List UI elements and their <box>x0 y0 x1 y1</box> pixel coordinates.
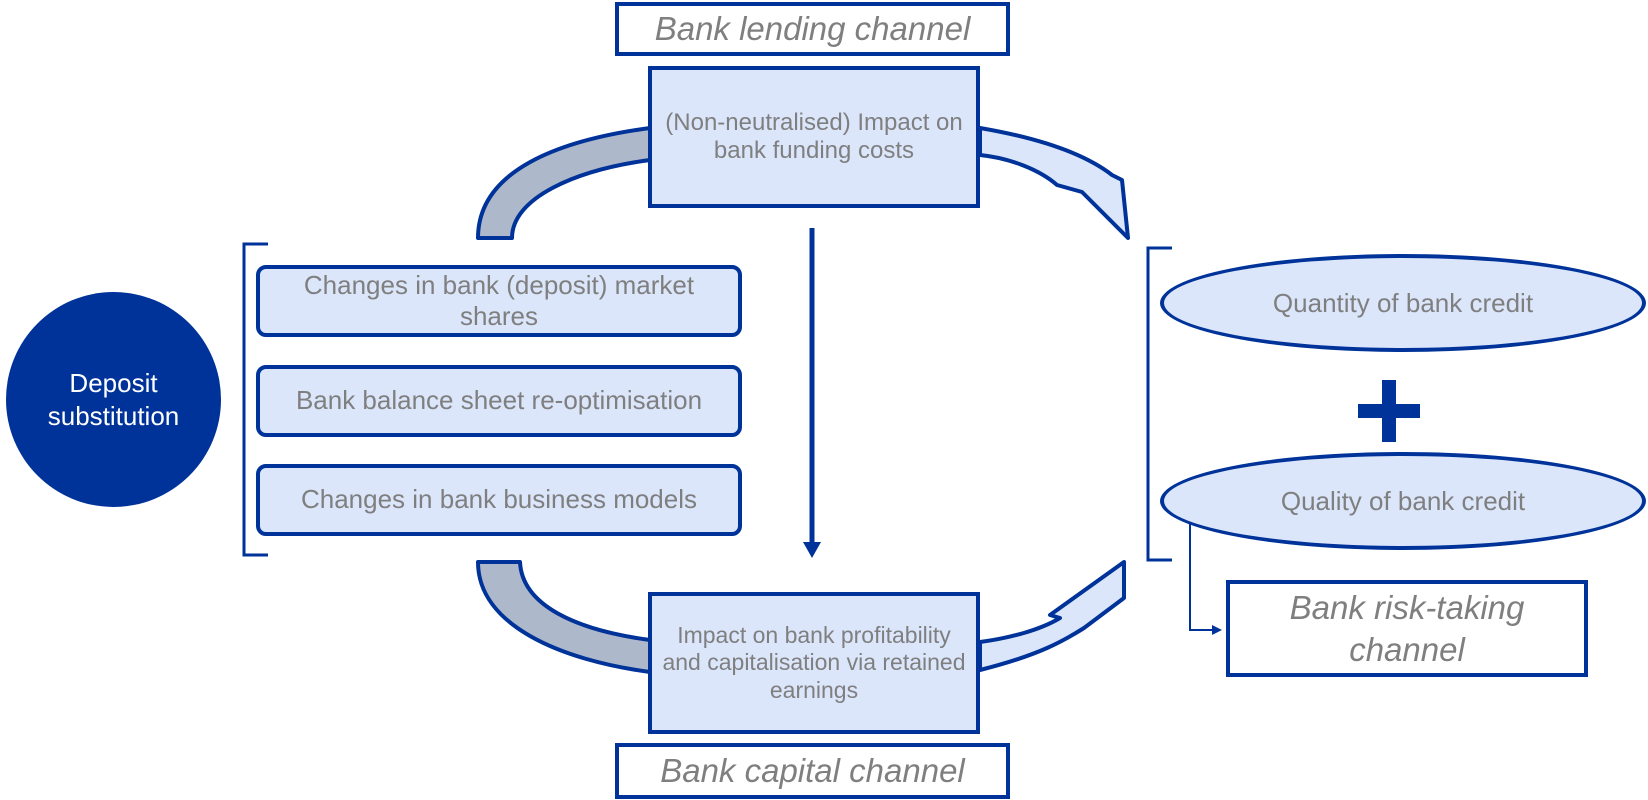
mechanism-box-balance-sheet: Bank balance sheet re-optimisation <box>256 365 742 437</box>
bank-capital-channel-label: Bank capital channel <box>615 743 1010 799</box>
deposit-substitution-circle: Deposit substitution <box>6 292 221 507</box>
mechanism-box-market-shares: Changes in bank (deposit) market shares <box>256 265 742 337</box>
right-bracket <box>1146 246 1172 562</box>
profitability-box: Impact on bank profitability and capital… <box>648 592 980 734</box>
curved-arrow-lower-right <box>978 560 1126 672</box>
bank-lending-channel-label: Bank lending channel <box>615 2 1010 56</box>
plus-icon <box>1358 380 1420 442</box>
quality-of-credit-pill: Quality of bank credit <box>1160 452 1646 550</box>
left-bracket <box>242 242 268 557</box>
curved-arrow-upper-right <box>978 126 1130 240</box>
bank-risk-taking-channel-label: Bank risk-taking channel <box>1226 580 1588 677</box>
mechanism-box-business-models: Changes in bank business models <box>256 464 742 536</box>
curved-arrow-lower-left <box>476 560 652 674</box>
curved-arrow-upper-left <box>476 126 652 240</box>
vertical-arrow-head <box>803 542 821 558</box>
funding-costs-box: (Non-neutralised) Impact on bank funding… <box>648 66 980 208</box>
quantity-of-credit-pill: Quantity of bank credit <box>1160 254 1646 352</box>
risk-connector-arrow <box>1189 514 1222 635</box>
